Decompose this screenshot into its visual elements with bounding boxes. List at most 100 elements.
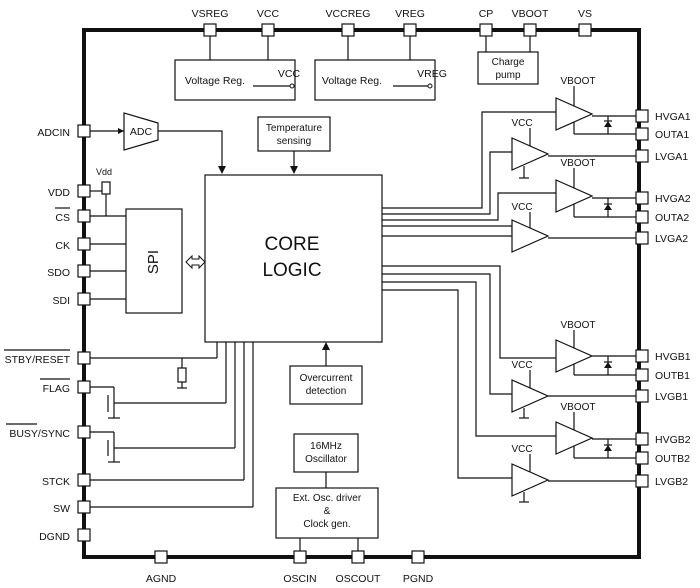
pin-hvga2: [635, 191, 649, 205]
ext-label-2: &: [324, 506, 331, 517]
charge-pump-label-1: Charge: [492, 57, 525, 68]
spi-label: SPI: [145, 250, 162, 274]
pin-vboot: VBOOT: [512, 8, 549, 37]
pin-label-hvga2: HVGA2: [655, 193, 691, 205]
pin-sw: [77, 500, 91, 514]
adc-label: ADC: [130, 126, 153, 138]
pin-vs: VS: [578, 8, 592, 37]
spi-block: SPI: [90, 208, 206, 314]
pin-busy-sync: [77, 425, 91, 439]
pin-label-ck: CK: [55, 240, 70, 252]
pin-lvgb2: [635, 474, 649, 488]
pin-hvga1: [635, 109, 649, 123]
pin-label-flag: FLAG: [43, 383, 70, 395]
ext-label-3: Clock gen.: [303, 519, 350, 530]
pin-outa1: [635, 127, 649, 141]
vreg2-label: Voltage Reg.: [322, 75, 382, 87]
pin-label-dgnd: DGND: [39, 531, 70, 543]
pin-label-lvga2: LVGA2: [655, 233, 688, 245]
pin-flag: [77, 380, 91, 394]
pin-oscin: OSCIN: [283, 550, 317, 585]
driver-hvga1-vboot: VBOOT: [560, 76, 595, 87]
pin-label-sw: SW: [53, 503, 70, 515]
pin-lvga2: [635, 231, 649, 245]
pin-label-vdd: VDD: [48, 187, 71, 199]
temperature-sensing: Temperature sensing: [257, 116, 331, 174]
pin-label-outb1: OUTB1: [655, 370, 690, 382]
pin-label-vsreg: VSREG: [192, 8, 229, 20]
pin-label-sdo: SDO: [47, 267, 70, 279]
adc-block: ADC: [90, 112, 226, 174]
top-pins: VSREG VCC VCCREG VREG CP VBOOT VS: [192, 8, 592, 37]
oscillator: 16MHz Oscillator: [293, 433, 359, 488]
pin-outa2: [635, 210, 649, 224]
pin-label-cs: CS: [55, 212, 70, 224]
vreg1-out-label: VCC: [278, 68, 301, 80]
pin-cs: [77, 209, 91, 223]
overcurrent-detection: Overcurrent detection: [289, 342, 363, 405]
driver-lvgb2: VCC: [511, 444, 636, 503]
pin-label-outa1: OUTA1: [655, 129, 689, 141]
charge-pump-label-2: pump: [495, 70, 520, 81]
pin-label-vs: VS: [578, 8, 592, 20]
pin-outb2: [635, 451, 649, 465]
pin-lvga1: [635, 149, 649, 163]
voltage-regulator-1: Voltage Reg. VCC: [174, 36, 301, 101]
driver-hvgb2-vboot: VBOOT: [560, 402, 595, 413]
pin-stck: [77, 473, 91, 487]
pin-label-agnd: AGND: [146, 573, 177, 585]
pin-hvgb2: [635, 432, 649, 446]
pin-adcin: [77, 124, 91, 138]
pin-label-sdi: SDI: [52, 295, 70, 307]
pin-label-lvga1: LVGA1: [655, 151, 688, 163]
pin-label-oscin: OSCIN: [283, 573, 316, 585]
driver-hvga1: VBOOT: [555, 76, 636, 135]
pin-label-vreg: VREG: [395, 8, 425, 20]
pin-vccreg: VCCREG: [326, 8, 370, 37]
pin-hvgb1: [635, 349, 649, 363]
pin-vsreg: VSREG: [192, 8, 229, 37]
overcurrent-label-2: detection: [306, 386, 347, 397]
osc-label-2: Oscillator: [305, 454, 347, 465]
pin-label-hvgb2: HVGB2: [655, 434, 691, 446]
ext-osc-driver: Ext. Osc. driver & Clock gen.: [275, 487, 379, 551]
core-label-2: LOGIC: [262, 260, 321, 281]
vreg1-label: Voltage Reg.: [185, 75, 245, 87]
driver-lvga2-vcc: VCC: [511, 202, 532, 213]
overcurrent-label-1: Overcurrent: [300, 373, 353, 384]
driver-lvga1: VCC: [511, 118, 636, 179]
driver-hvgb1: VBOOT: [555, 320, 636, 376]
pin-vdd: [77, 184, 91, 198]
bottom-pins: AGND OSCIN OSCOUT PGND: [146, 550, 434, 585]
core-logic: CORE LOGIC: [204, 174, 383, 343]
pin-agnd: AGND: [146, 550, 177, 585]
ext-label-1: Ext. Osc. driver: [293, 493, 362, 504]
pin-label-stck: STCK: [42, 476, 70, 488]
driver-lvgb1-vcc: VCC: [511, 360, 532, 371]
left-pins: ADCIN VDD CS CK SDO SDI STBY/RESET FLAG …: [4, 124, 91, 543]
cs-pullup: Vdd: [90, 167, 112, 216]
driver-hvgb2: VBOOT: [555, 402, 636, 459]
pin-label-vboot: VBOOT: [512, 8, 549, 20]
pin-dgnd: [77, 528, 91, 542]
pin-label-lvgb2: LVGB2: [655, 476, 688, 488]
pin-label-stby-reset: STBY/RESET: [5, 354, 71, 366]
pin-lvgb1: [635, 389, 649, 403]
driver-lvga2: VCC: [511, 202, 636, 253]
pin-label-oscout: OSCOUT: [336, 573, 382, 585]
pin-outb1: [635, 368, 649, 382]
driver-lvga1-vcc: VCC: [511, 118, 532, 129]
pin-stby-reset: [77, 351, 91, 365]
right-pins: HVGA1 OUTA1 LVGA1 HVGA2 OUTA2 LVGA2 HVGB…: [635, 109, 691, 488]
vdd-label: Vdd: [96, 167, 112, 177]
osc-label-1: 16MHz: [310, 441, 342, 452]
pin-label-adcin: ADCIN: [37, 127, 70, 139]
core-label-1: CORE: [265, 234, 320, 255]
pin-vcc: VCC: [257, 8, 280, 37]
left-lower-wiring: [90, 342, 254, 508]
pin-vreg: VREG: [395, 8, 425, 37]
pin-label-outa2: OUTA2: [655, 212, 689, 224]
pin-label-hvga1: HVGA1: [655, 111, 691, 123]
pin-cp: CP: [479, 8, 493, 37]
